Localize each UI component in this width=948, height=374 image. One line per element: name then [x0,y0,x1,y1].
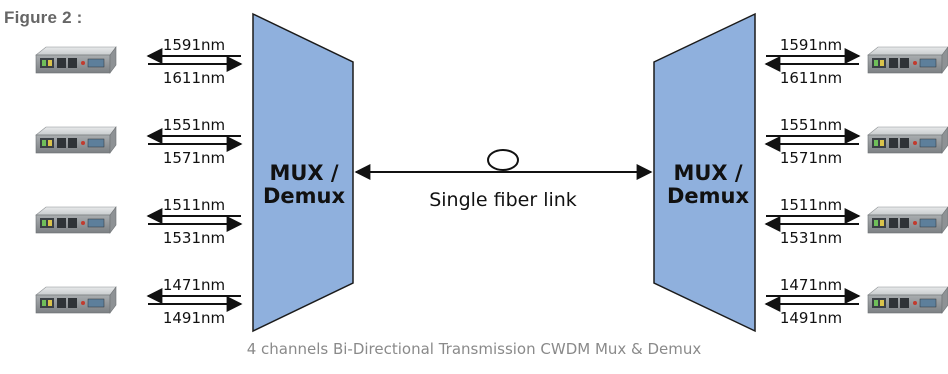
right-channel-2-in-label: 1551nm [780,116,842,134]
right-channels: 1591nm 1611nm 1551nm 1571nm 1511nm 1531nm 1471… [764,36,948,327]
left-channel-2-out-label: 1571nm [163,149,225,167]
fiber-link-label: Single fiber link [429,189,577,211]
left-channel-1-out-label: 1611nm [163,69,225,87]
left-channels: 1591nm 1611nm 1551nm 1571nm 1511nm 1531nm 1471… [35,36,243,327]
right-channel-2-out-label: 1571nm [780,149,842,167]
right-channel-3-in-label: 1511nm [780,196,842,214]
right-channel-1-in-label: 1591nm [780,36,842,54]
left-device-2-icon [35,126,117,154]
right-channel-4-in-label: 1471nm [780,276,842,294]
left-channel-2-in-label: 1551nm [163,116,225,134]
figure-label: Figure 2 : [4,8,83,27]
mux-right-line2: Demux [667,184,750,208]
mux-left-line1: MUX / [269,161,338,185]
right-channel-4-out-label: 1491nm [780,309,842,327]
right-device-3-icon [867,206,948,234]
left-device-4-icon [35,286,117,314]
left-channel-4-in-label: 1471nm [163,276,225,294]
left-channel-3-out-label: 1531nm [163,229,225,247]
left-channel-4-out-label: 1491nm [163,309,225,327]
diagram-caption: 4 channels Bi-Directional Transmission C… [246,340,702,358]
mux-left-shape [252,12,354,333]
left-device-3-icon [35,206,117,234]
right-device-1-icon [867,46,948,74]
mux-left-line2: Demux [263,184,346,208]
left-channel-3-in-label: 1511nm [163,196,225,214]
left-device-1-icon [35,46,117,74]
mux-right-line1: MUX / [673,161,742,185]
right-device-2-icon [867,126,948,154]
fiber-coil-icon [487,149,519,171]
mux-right-shape [653,12,756,333]
left-channel-1-in-label: 1591nm [163,36,225,54]
right-channel-3-out-label: 1531nm [780,229,842,247]
right-channel-1-out-label: 1611nm [780,69,842,87]
right-device-4-icon [867,286,948,314]
